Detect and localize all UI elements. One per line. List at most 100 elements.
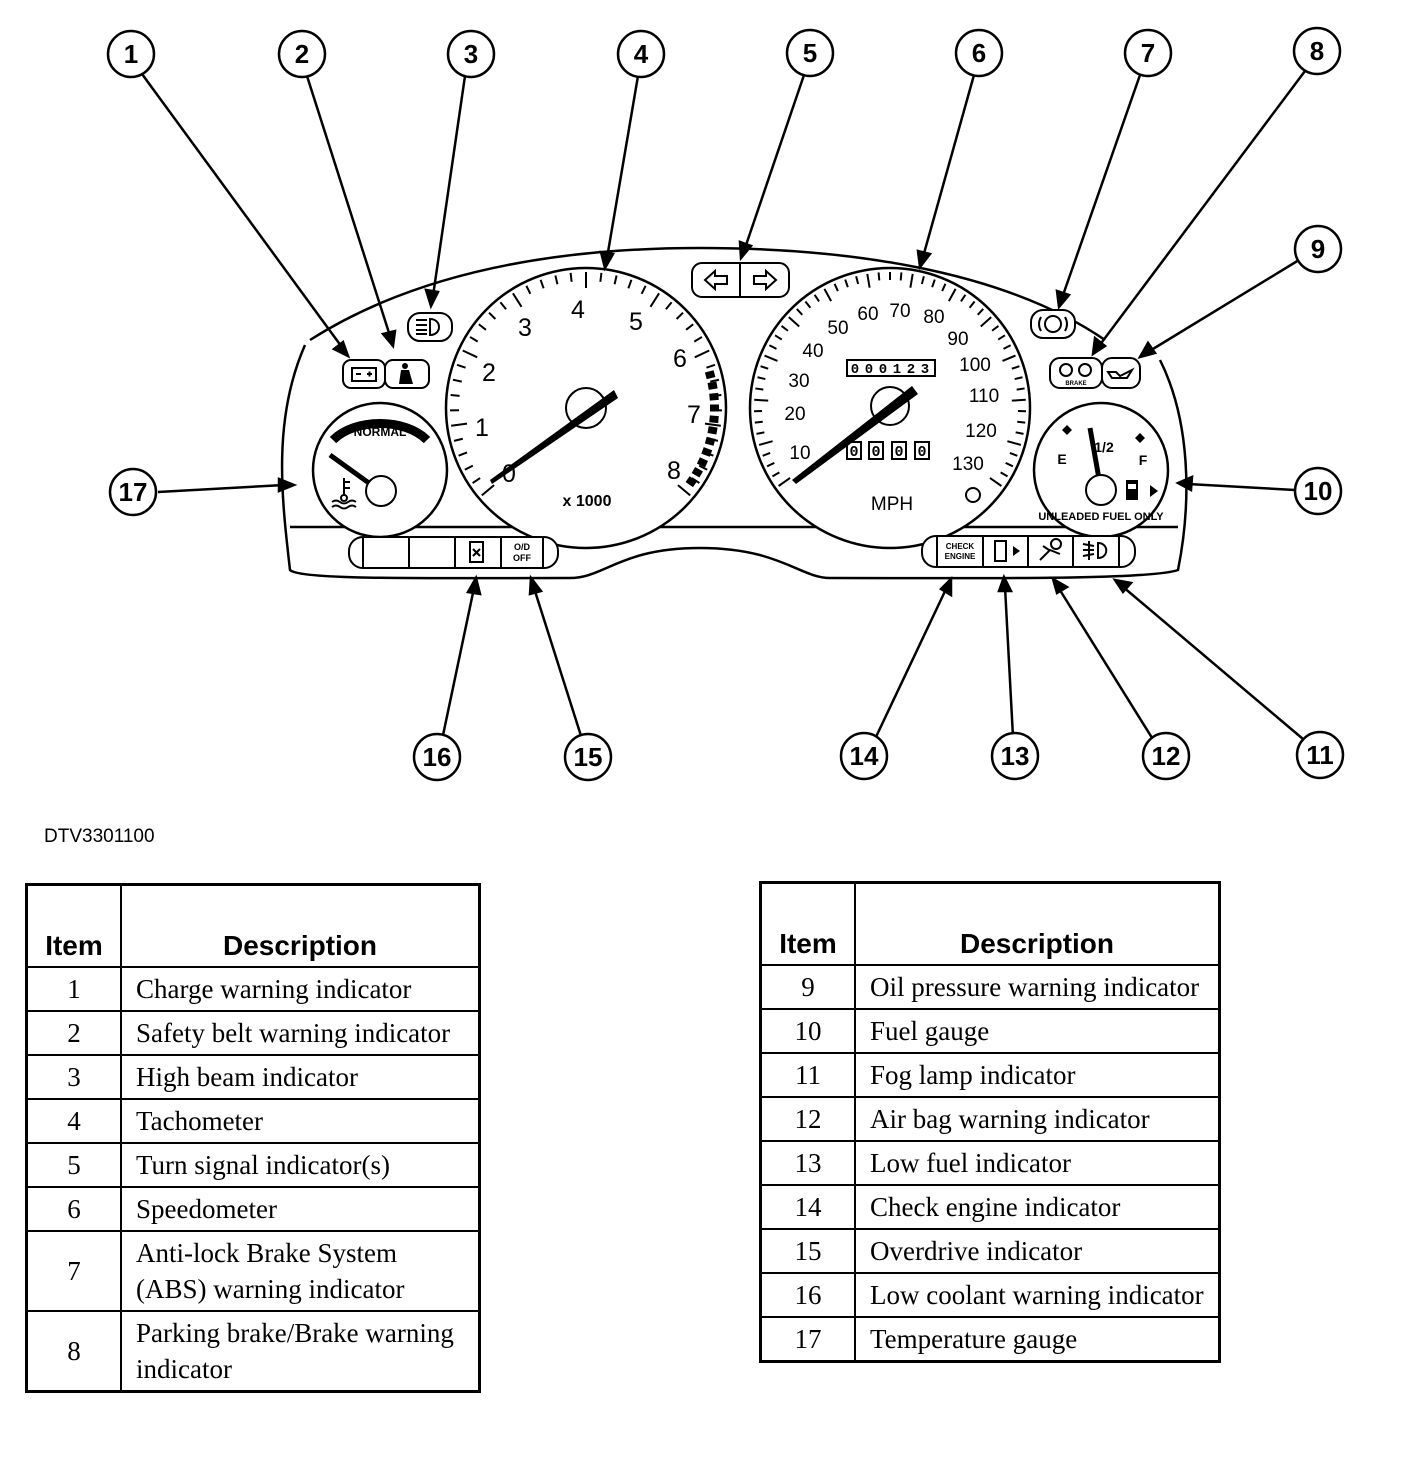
spd-tick [1017,420,1026,424]
safety-belt-warning-lamp [384,359,430,389]
tach-tick [649,292,660,308]
item-cell: 11 [759,1052,856,1098]
svg-text:15: 15 [574,742,603,772]
fuel-gauge: E 1/2 F UNLEADED FUEL ONLY [1032,401,1170,539]
callout-3: 3 [446,29,496,79]
spd-number-90: 90 [947,329,968,350]
description-cell: Air bag warning indicator [854,1096,1221,1142]
overdrive-off-lamp: O/D OFF [513,542,531,563]
svg-text:11: 11 [1306,740,1334,770]
tach-tick [698,464,708,471]
description-cell: Fog lamp indicator [854,1052,1221,1098]
tach-tick [464,464,474,471]
tach-tick [462,349,478,359]
instrument-cluster-diagram: 0 1 2 3 4 5 6 7 8 x 1000 10 20 30 40 50 … [106,26,1345,782]
item-header: Item [25,883,122,968]
fog-lamp [1082,541,1108,560]
item-cell: 15 [759,1228,856,1274]
callout-15: 15 [563,732,613,782]
svg-text:7: 7 [1141,38,1155,68]
svg-text:6: 6 [972,38,986,68]
svg-text:3: 3 [464,39,478,69]
spd-tick [778,477,791,487]
svg-text:1: 1 [124,39,138,69]
item-cell: 6 [25,1186,122,1232]
tach-tick [569,272,573,282]
spd-tick [1015,431,1024,435]
description-cell: Anti-lock Brake System (ABS) warning ind… [120,1230,481,1312]
spd-tick [755,387,764,391]
tach-tick [706,363,716,369]
spd-tick [855,276,860,285]
seatbelt-icon [399,363,413,384]
tach-tick [704,422,721,427]
temperature-gauge: NORMAL [311,401,449,539]
spd-tick [1002,354,1016,362]
item-cell: 17 [759,1316,856,1363]
odometer-digit: 3 [921,362,929,378]
od-label: O/D [514,542,531,552]
item-cell: 16 [759,1272,856,1318]
coolant-tank-icon [469,541,484,563]
temp-hub [365,475,397,507]
tach-tick [665,301,673,310]
lower-left-lamp-strip [348,536,559,569]
svg-text:16: 16 [423,742,452,772]
spd-tick [804,300,812,309]
svg-text:2: 2 [295,39,309,69]
spd-tick [844,279,849,288]
tach-tick [512,292,523,308]
svg-text:4: 4 [634,39,649,69]
callout-9: 9 [1293,224,1343,274]
check-label: CHECK [946,542,975,551]
right-arrow-icon [753,268,778,292]
spd-number-30: 30 [788,371,809,392]
speedometer: 10 20 30 40 50 60 70 80 90 100 110 120 1… [748,266,1032,550]
spd-tick [997,334,1006,341]
odometer-digits: 0 0 0 1 2 3 [851,362,929,378]
oil-can-icon [1106,367,1135,379]
spd-number-40: 40 [802,341,823,362]
spd-number-80: 80 [923,307,944,328]
spd-tick [823,288,833,302]
tach-tick [685,323,694,331]
trip-digit: 0 [917,444,926,461]
spd-tick [1011,365,1020,370]
low-fuel-lamp [994,540,1020,562]
tach-tick [640,285,647,295]
spd-tick [757,376,766,381]
spd-number-110: 110 [969,386,999,407]
spd-tick [1009,452,1018,457]
redline-tick [709,392,719,401]
spd-tick [1000,471,1009,478]
spd-tick [947,288,957,302]
spd-tick [756,431,765,435]
callout-16: 16 [412,732,462,782]
svg-text:13: 13 [1001,741,1030,771]
abs-warning-lamp [1030,309,1076,339]
spd-tick [768,344,777,350]
temp-normal-band [329,419,431,444]
coolant-temp-icon [331,478,357,510]
callout-10: 10 [1293,466,1343,516]
description-cell: Charge warning indicator [120,966,481,1012]
tach-number-3: 3 [518,314,532,342]
high-beam-lamp [407,312,453,342]
tach-tick [677,484,691,497]
tach-tick [488,311,497,320]
left-arrow-icon [703,268,728,292]
item-cell: 10 [759,1008,856,1054]
item-cell: 4 [25,1098,122,1144]
svg-text:17: 17 [119,477,148,507]
spd-number-10: 10 [789,443,810,464]
spd-tick [989,477,1002,487]
tach-tick [525,285,532,295]
